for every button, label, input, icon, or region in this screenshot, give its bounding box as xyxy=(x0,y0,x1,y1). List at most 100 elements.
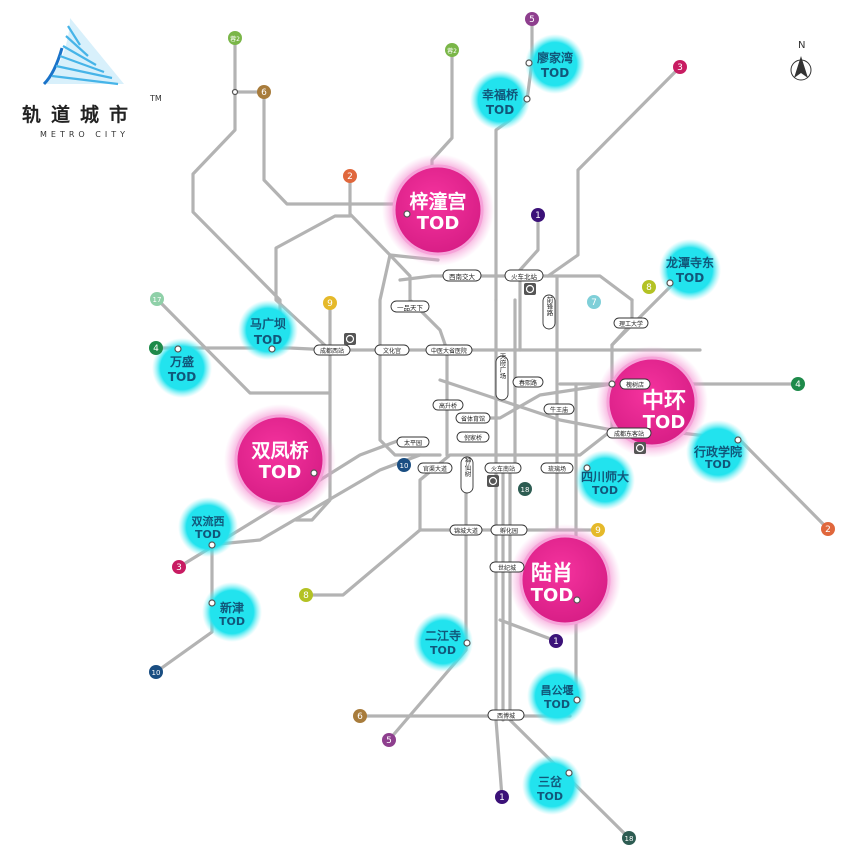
line-badge-9-north[interactable]: 9 xyxy=(323,296,337,310)
station-label-huaishudian[interactable]: 槐树店 xyxy=(619,378,651,390)
station-label-gaoshengqiao[interactable]: 高升桥 xyxy=(432,399,464,411)
line-badge-9-east[interactable]: 9 xyxy=(591,523,605,537)
station-label-shengtiyuguan[interactable]: 省体育馆 xyxy=(455,412,491,424)
station-label-wenhuagong[interactable]: 文化宫 xyxy=(374,344,410,356)
station-dot[interactable] xyxy=(268,345,276,353)
station-dot[interactable] xyxy=(310,469,318,477)
station-label-tianfuguangchang[interactable]: 天府广场 xyxy=(495,353,509,401)
line-badge-10-center[interactable]: 10 xyxy=(397,458,411,472)
tod-minor-liaojiawan[interactable]: 廖家湾 TOD xyxy=(525,34,585,94)
tod-minor-maguangba[interactable]: 马广坝 TOD xyxy=(238,300,298,360)
svg-text:锦城大道: 锦城大道 xyxy=(454,527,478,535)
tod-minor-longtansidong[interactable]: 龙潭寺东 TOD xyxy=(659,239,721,301)
line-badge-3-south[interactable]: 3 xyxy=(172,560,186,574)
tod-minor-sancha[interactable]: 三岔 TOD xyxy=(522,755,582,815)
line-badge-18-center[interactable]: 18 xyxy=(518,482,532,496)
station-label-chunxilu[interactable]: 春熙路 xyxy=(512,376,544,388)
line-badge-2-east[interactable]: 2 xyxy=(821,522,835,536)
tod-suffix: TOD xyxy=(417,213,460,234)
line-badge-2-west[interactable]: 2 xyxy=(343,169,357,183)
tod-name: 陆肖 xyxy=(531,561,573,585)
svg-text:5: 5 xyxy=(529,15,535,25)
station-dot[interactable] xyxy=(231,88,239,96)
tod-major-shuangfengqiao[interactable]: 双凤桥 TOD xyxy=(224,404,336,516)
station-label-yipintianxia[interactable]: 一品天下 xyxy=(390,300,430,313)
svg-text:8: 8 xyxy=(646,283,652,293)
station-dot[interactable] xyxy=(583,464,591,472)
station-dot[interactable] xyxy=(608,380,616,388)
tod-major-zitonggong[interactable]: 梓潼宫 TOD xyxy=(382,154,494,266)
station-dot[interactable] xyxy=(573,596,581,604)
station-label-shenxianshu[interactable]: 神仙树 xyxy=(460,456,474,494)
station-label-liulichang[interactable]: 琉璃场 xyxy=(540,462,574,474)
tod-name: 行政学院 xyxy=(693,444,742,459)
line-badge-4-west[interactable]: 4 xyxy=(149,341,163,355)
tod-minor-sichuanshida[interactable]: 四川师大 TOD xyxy=(575,450,635,510)
station-dot[interactable] xyxy=(523,95,531,103)
station-label-huochenanzhan[interactable]: 火车南站 xyxy=(484,462,522,474)
tod-minor-wansheng[interactable]: 万盛 TOD xyxy=(152,338,212,398)
line-badge-10-south[interactable]: 10 xyxy=(149,665,163,679)
station-label-xibocheng[interactable]: 西博城 xyxy=(487,709,525,721)
station-label-huochebeizhan[interactable]: 火车北站 xyxy=(504,269,544,282)
line-badge-7[interactable]: 7 xyxy=(587,295,601,309)
svg-text:前锋路: 前锋路 xyxy=(545,295,553,317)
line-badge-6-north[interactable]: 6 xyxy=(257,85,271,99)
line-badge-5-south[interactable]: 5 xyxy=(382,733,396,747)
line-badge-5-north[interactable]: 5 xyxy=(525,12,539,26)
station-label-guanqudadao[interactable]: 官渠大道 xyxy=(417,462,453,474)
station-label-chengduxizhan[interactable]: 成都西站 xyxy=(313,344,351,356)
tod-major-luxiao[interactable]: 陆肖 TOD xyxy=(509,524,621,636)
station-dot[interactable] xyxy=(666,279,674,287)
station-dot[interactable] xyxy=(573,696,581,704)
train-station-icon[interactable] xyxy=(634,442,646,454)
station-label-taipingyuan[interactable]: 太平园 xyxy=(396,436,430,448)
train-station-icon[interactable] xyxy=(344,333,356,345)
line-badge-17[interactable]: 17 xyxy=(150,292,164,306)
tod-suffix: TOD xyxy=(544,698,570,711)
station-dot[interactable] xyxy=(208,541,216,549)
station-dot[interactable] xyxy=(734,436,742,444)
station-dot[interactable] xyxy=(463,639,471,647)
station-label-fuhuayuan[interactable]: 孵化园 xyxy=(490,524,528,536)
tod-name: 廖家湾 xyxy=(537,50,573,65)
station-label-qianfenglu[interactable]: 前锋路 xyxy=(542,294,556,330)
tod-minor-xinjin[interactable]: 新津 TOD xyxy=(202,582,262,642)
line-badge-18-south[interactable]: 18 xyxy=(622,831,636,845)
line-badge-rong2-west[interactable]: 蓉2 xyxy=(228,31,242,45)
line-badge-rong2-center[interactable]: 蓉2 xyxy=(445,43,459,57)
tod-minor-erjiangsi[interactable]: 二江寺 TOD xyxy=(413,612,473,672)
line-badge-8-north[interactable]: 8 xyxy=(642,280,656,294)
train-station-icon[interactable] xyxy=(524,283,536,295)
line-badge-1-south[interactable]: 1 xyxy=(495,790,509,804)
line-badge-4-east[interactable]: 4 xyxy=(791,377,805,391)
line-badge-8-south[interactable]: 8 xyxy=(299,588,313,602)
station-label-jinchengdadao[interactable]: 锦城大道 xyxy=(449,524,483,536)
station-label-shijicheng[interactable]: 世纪城 xyxy=(489,561,525,573)
station-label-xinanjiaoda[interactable]: 西南交大 xyxy=(442,269,482,282)
line-badge-1-luxiao[interactable]: 1 xyxy=(549,634,563,648)
line-badge-6-south[interactable]: 6 xyxy=(353,709,367,723)
train-station-icon[interactable] xyxy=(487,475,499,487)
station-dot[interactable] xyxy=(525,59,533,67)
station-label-zhongyidashengyiyuan[interactable]: 中医大省医院 xyxy=(425,344,473,356)
station-label-nijiaqiao[interactable]: 倪家桥 xyxy=(456,431,490,443)
station-label-niuwangmiao[interactable]: 牛王庙 xyxy=(543,403,575,415)
station-dot[interactable] xyxy=(565,769,573,777)
station-dot[interactable] xyxy=(174,345,182,353)
svg-text:1: 1 xyxy=(553,637,559,647)
station-dot[interactable] xyxy=(403,210,411,218)
tod-minor-shuangliuxi[interactable]: 双流西 TOD xyxy=(178,497,238,557)
line-badge-1-north[interactable]: 1 xyxy=(531,208,545,222)
tod-minor-xingfuqiao[interactable]: 幸福桥 TOD xyxy=(470,70,530,130)
station-dot[interactable] xyxy=(208,599,216,607)
line-badge-3-north[interactable]: 3 xyxy=(673,60,687,74)
tod-minor-changgongyan[interactable]: 昌公堰 TOD xyxy=(527,666,587,726)
svg-text:孵化园: 孵化园 xyxy=(500,527,518,535)
tod-station-dots xyxy=(174,59,742,777)
svg-text:3: 3 xyxy=(677,63,683,73)
tod-minor-xingzhengxueyuan[interactable]: 行政学院 TOD xyxy=(686,420,750,484)
station-label-chengdudongkezhan[interactable]: 成都东客站 xyxy=(606,427,652,439)
station-label-ligongdaxue[interactable]: 理工大学 xyxy=(613,317,649,329)
tod-name: 二江寺 xyxy=(425,628,461,643)
